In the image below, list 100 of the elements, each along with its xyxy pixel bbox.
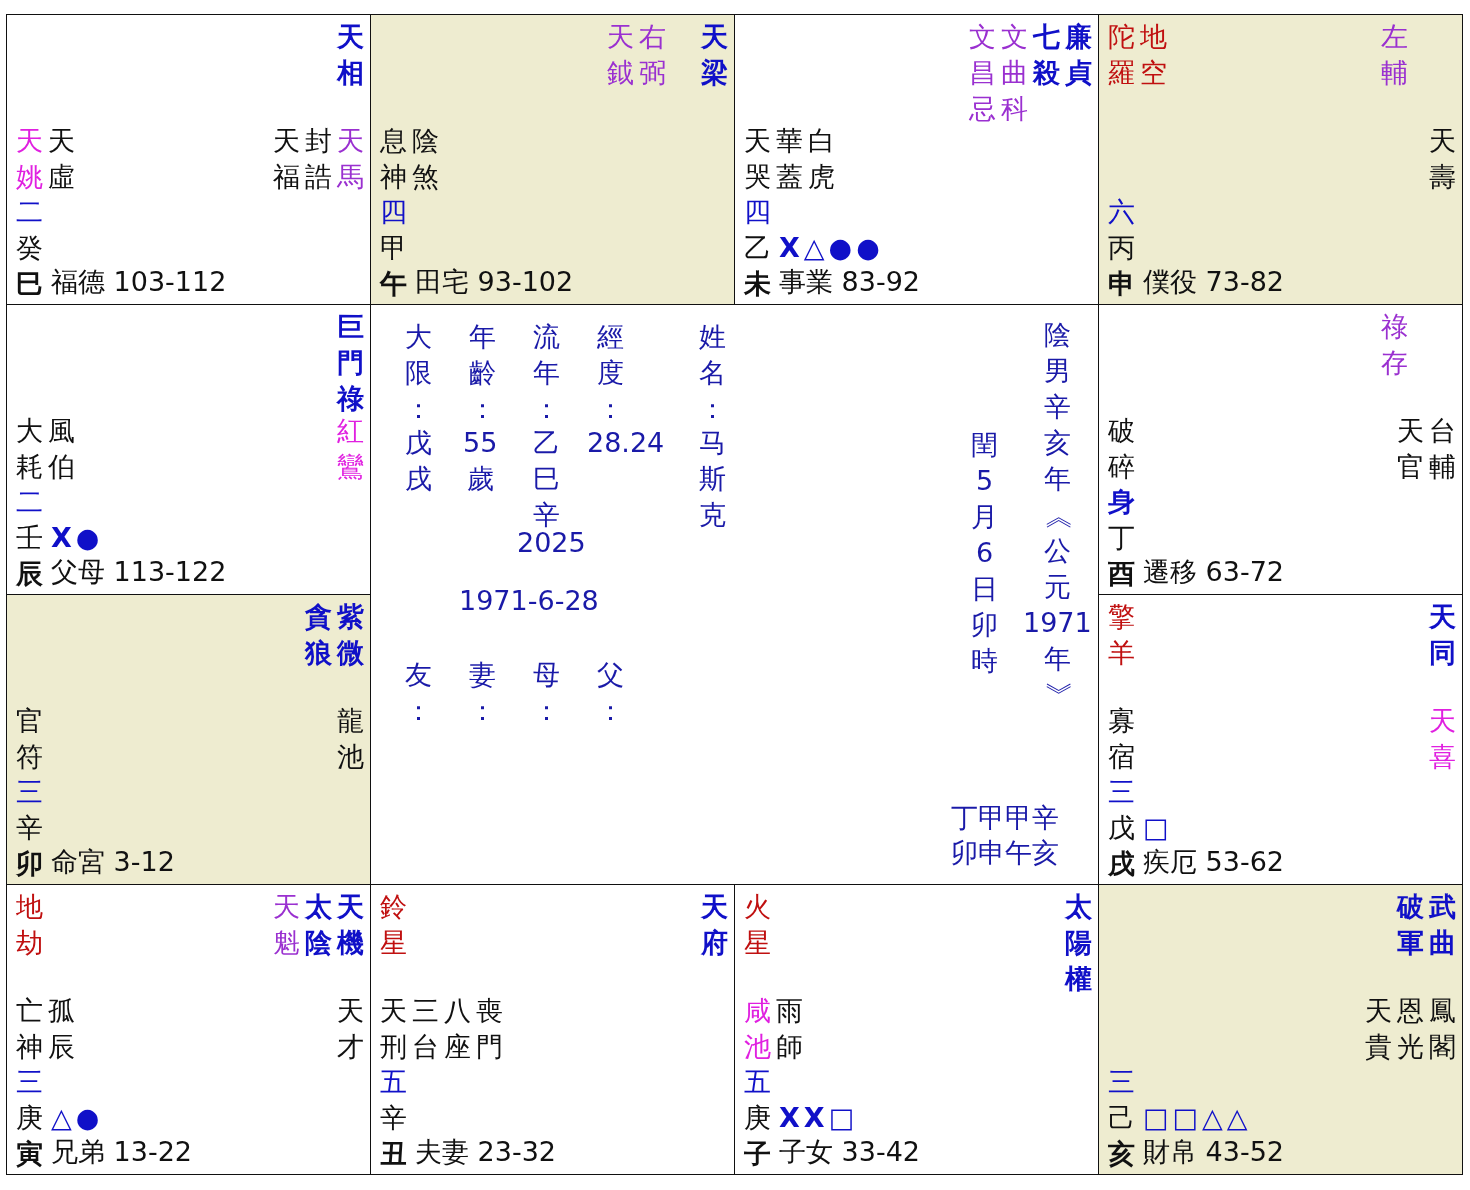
bureau-number: 身 <box>1106 485 1136 519</box>
minor-star-name: 鳳閣 <box>1427 994 1457 1064</box>
bureau-number: 二 <box>14 485 44 519</box>
palace-label: 子女 33-42 <box>779 1135 921 1169</box>
star-name: 地劫 <box>14 890 44 960</box>
stem-branch: 甲午 <box>378 231 408 301</box>
chart-info-text: 父： <box>597 658 624 728</box>
star-name: 巨門祿 <box>335 310 365 416</box>
star-name: 天同 <box>1427 600 1457 670</box>
stem-branch: 庚子 <box>742 1101 772 1171</box>
star-name: 火星 <box>742 890 772 960</box>
bureau-number: 三 <box>14 775 44 809</box>
minor-star-name: 天虛 <box>46 124 76 194</box>
star-name: 天魁 <box>271 890 301 960</box>
palace-label: 財帛 43-52 <box>1143 1135 1285 1169</box>
star-name: 祿存 <box>1379 310 1409 380</box>
star-name: 武曲 <box>1427 890 1457 960</box>
chart-info-text: 陰男辛亥年《公元1971年》 <box>1023 318 1092 711</box>
bureau-number: 六 <box>1106 195 1136 229</box>
palace-label: 命宮 3-12 <box>51 845 175 879</box>
stem-branch: 辛丑 <box>378 1101 408 1171</box>
minor-star-name: 息神 <box>378 124 408 194</box>
star-name: 天鉞 <box>605 20 635 90</box>
minor-star-name: 天刑 <box>378 994 408 1064</box>
star-name: 右弼 <box>637 20 667 90</box>
chart-info-text: 丁甲甲辛 <box>951 801 1059 835</box>
star-name: 太陽權 <box>1063 890 1093 996</box>
minor-star-name: 大耗 <box>14 414 44 484</box>
stem-branch: 癸巳 <box>14 231 44 301</box>
minor-star-name: 天官 <box>1395 414 1425 484</box>
star-name: 太陰 <box>303 890 333 960</box>
star-name: 文昌忌 <box>967 20 997 126</box>
minor-star-name: 天馬 <box>335 124 365 194</box>
palace-label: 兄弟 13-22 <box>51 1135 193 1169</box>
chart-info-text: 卯申午亥 <box>951 836 1059 870</box>
palace-label: 福德 103-112 <box>51 265 227 299</box>
minor-star-name: 白虎 <box>806 124 836 194</box>
minor-star-name: 八座 <box>442 994 472 1064</box>
bureau-number: 五 <box>378 1065 408 1099</box>
stem-branch: 庚寅 <box>14 1101 44 1171</box>
palace-cell <box>370 14 735 305</box>
transformation-marks: X● <box>51 521 104 555</box>
palace-label: 田宅 93-102 <box>415 265 574 299</box>
minor-star-name: 亡神 <box>14 994 44 1064</box>
minor-star-name: 天哭 <box>742 124 772 194</box>
transformation-marks: △● <box>51 1101 104 1135</box>
minor-star-name: 官符 <box>14 704 44 774</box>
star-name: 廉貞 <box>1063 20 1093 90</box>
palace-label: 僕役 73-82 <box>1143 265 1285 299</box>
star-name: 貪狼 <box>303 600 333 670</box>
chart-info-text: 马斯克 <box>699 426 726 532</box>
star-name: 天相 <box>335 20 365 90</box>
chart-info-text: 友： <box>405 658 432 728</box>
minor-star-name: 天福 <box>271 124 301 194</box>
minor-star-name: 封誥 <box>303 124 333 194</box>
bureau-number: 三 <box>14 1065 44 1099</box>
star-name: 紫微 <box>335 600 365 670</box>
minor-star-name: 華蓋 <box>774 124 804 194</box>
chart-info-text: 1971-6-28 <box>459 584 599 618</box>
minor-star-name: 破碎 <box>1106 414 1136 484</box>
minor-star-name: 天才 <box>335 994 365 1064</box>
transformation-marks: X△●● <box>779 231 884 265</box>
chart-info-text: 母： <box>533 658 560 728</box>
bureau-number: 五 <box>742 1065 772 1099</box>
minor-star-name: 喪門 <box>474 994 504 1064</box>
chart-info-text: 經度： <box>597 320 624 426</box>
bureau-number: 三 <box>1106 775 1136 809</box>
star-name: 鈴星 <box>378 890 408 960</box>
minor-star-name: 孤辰 <box>46 994 76 1064</box>
minor-star-name: 天貴 <box>1363 994 1393 1064</box>
star-name: 天梁 <box>699 20 729 90</box>
minor-star-name: 風伯 <box>46 414 76 484</box>
bureau-number: 四 <box>742 195 772 229</box>
star-name: 擎羊 <box>1106 600 1136 670</box>
chart-info-text: 閏5月6日卯時 <box>971 428 998 678</box>
minor-star-name: 陰煞 <box>410 124 440 194</box>
stem-branch: 丁酉 <box>1106 521 1136 591</box>
minor-star-name: 天壽 <box>1427 124 1457 194</box>
chart-info-text: 妻： <box>469 658 496 728</box>
palace-label: 夫妻 23-32 <box>415 1135 557 1169</box>
stem-branch: 辛卯 <box>14 811 44 881</box>
star-name: 天機 <box>335 890 365 960</box>
star-name: 左輔 <box>1379 20 1409 90</box>
minor-star-name: 龍池 <box>335 704 365 774</box>
palace-label: 父母 113-122 <box>51 555 227 589</box>
chart-info-text: 戊戌 <box>405 426 432 496</box>
palace-cell <box>6 594 371 885</box>
stem-branch: 己亥 <box>1106 1101 1136 1171</box>
star-name: 破軍 <box>1395 890 1425 960</box>
star-name: 地空 <box>1138 20 1168 90</box>
stem-branch: 戊戌 <box>1106 811 1136 881</box>
palace-label: 遷移 63-72 <box>1143 555 1285 589</box>
chart-info-text: 姓名： <box>699 320 726 426</box>
palace-cell <box>1098 14 1463 305</box>
star-name: 天府 <box>699 890 729 960</box>
minor-star-name: 天喜 <box>1427 704 1457 774</box>
bureau-number: 三 <box>1106 1065 1136 1099</box>
star-name: 七殺 <box>1031 20 1061 90</box>
stem-branch: 乙未 <box>742 231 772 301</box>
palace-cell <box>6 14 371 305</box>
